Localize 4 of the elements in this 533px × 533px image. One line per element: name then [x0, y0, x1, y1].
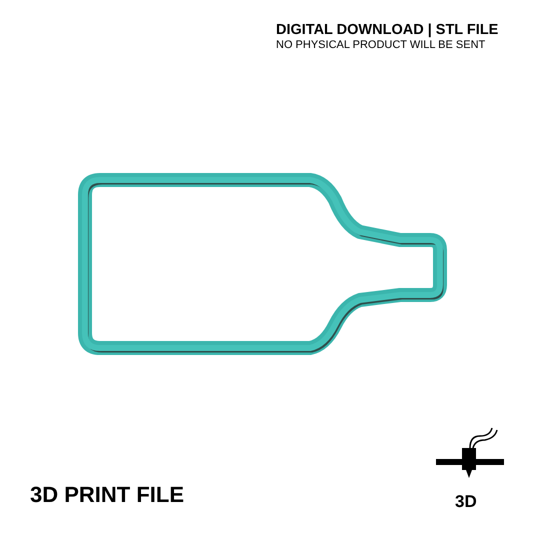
subheading: NO PHYSICAL PRODUCT WILL BE SENT — [276, 39, 486, 51]
icon-caption: 3D — [455, 492, 477, 512]
heading: DIGITAL DOWNLOAD | STL FILE — [276, 22, 498, 38]
file-type-text: 3D PRINT FILE — [30, 482, 184, 508]
